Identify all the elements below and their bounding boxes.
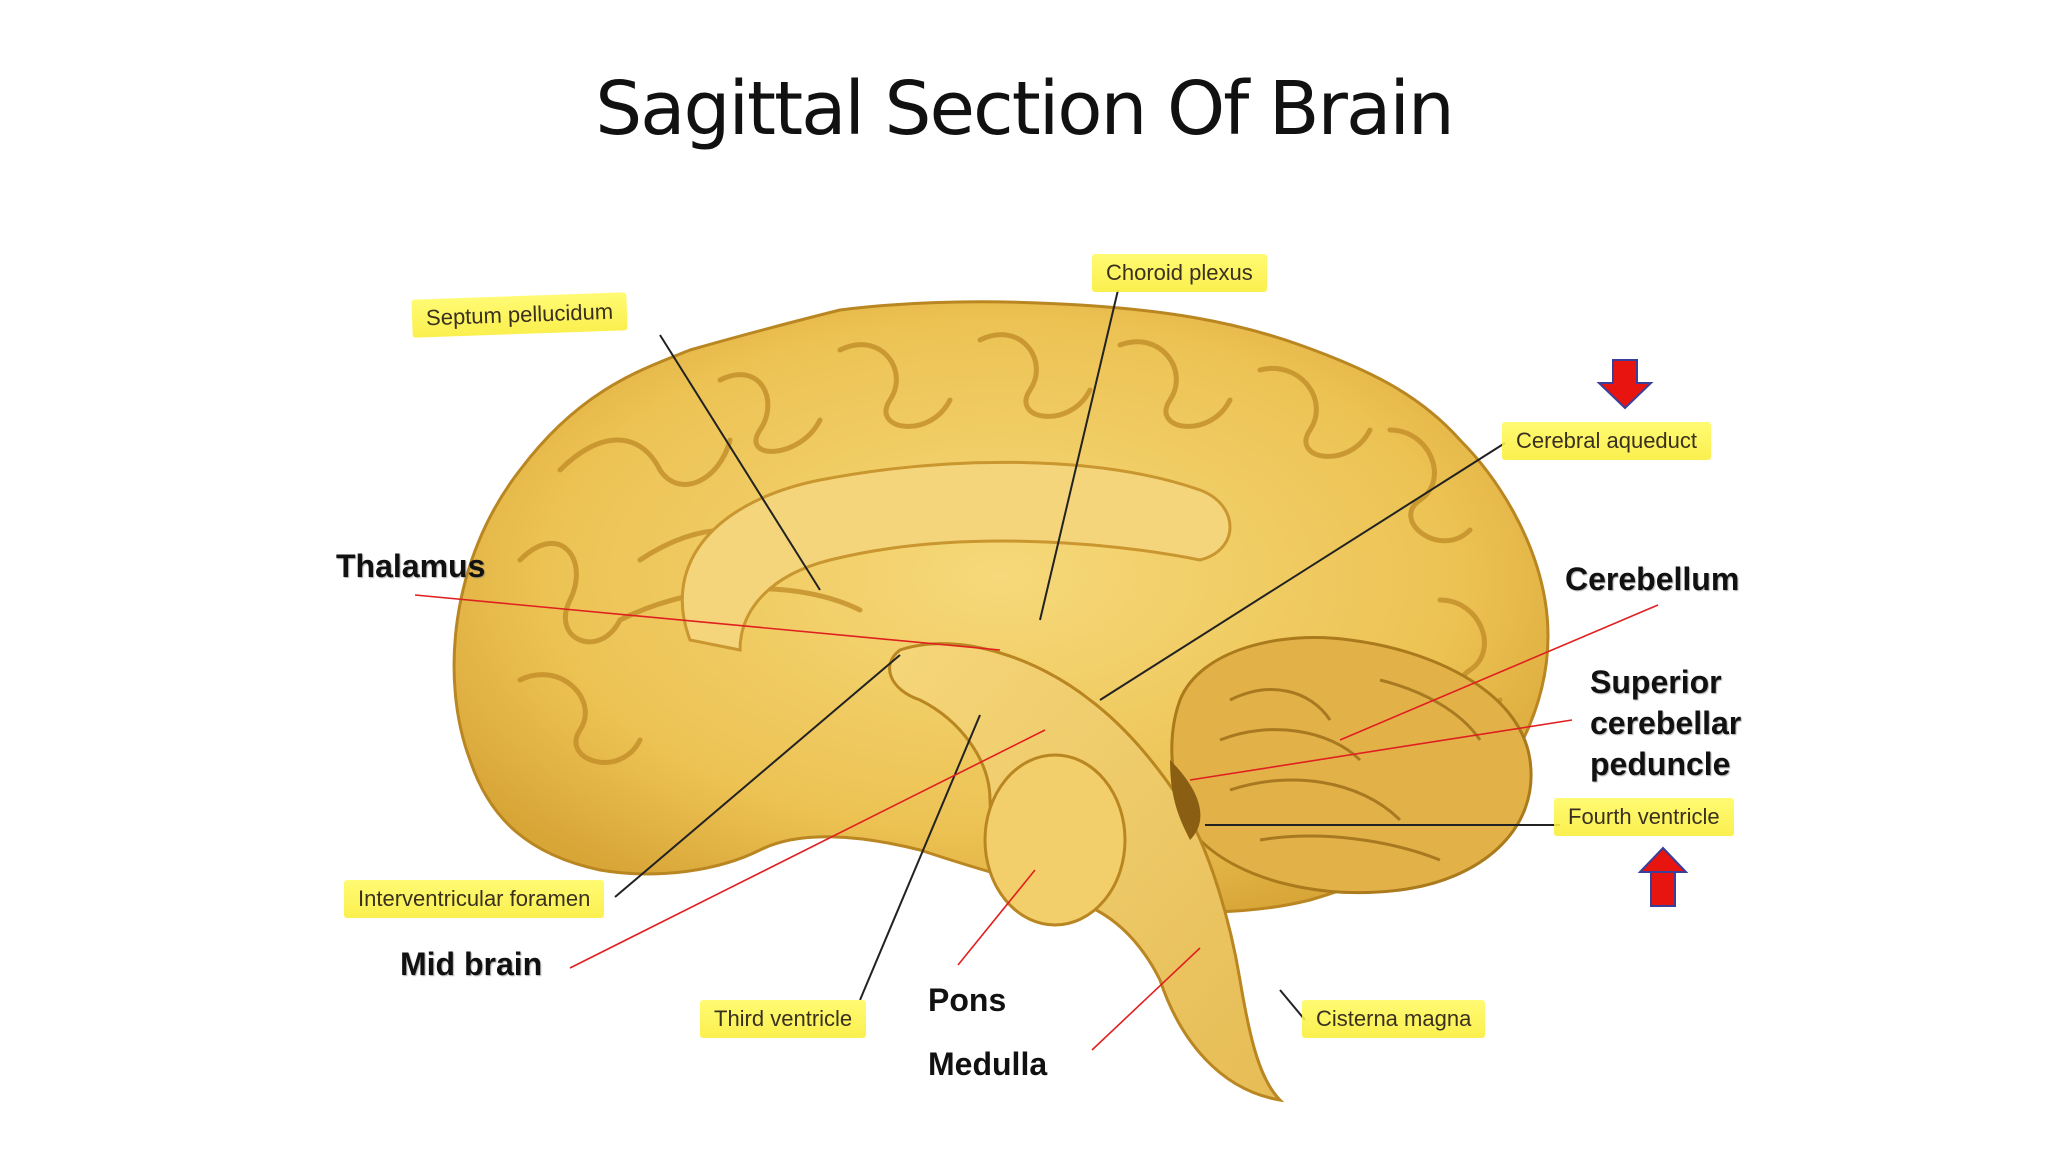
pons-shape	[983, 753, 1127, 927]
callout-scp-line-3: peduncle	[1590, 746, 1731, 782]
fourth-ventricle-cavity	[1170, 760, 1201, 840]
label-septum-pellucidum: Septum pellucidum	[411, 292, 628, 338]
cerebellum-folia	[1219, 678, 1482, 862]
callout-mid-brain: Mid brain	[400, 946, 543, 982]
label-cisterna-magna: Cisterna magna	[1302, 1000, 1486, 1038]
down-arrow-icon	[1596, 359, 1654, 410]
label-choroid-plexus: Choroid plexus	[1092, 254, 1267, 292]
label-third-ventricle: Third ventricle	[700, 1000, 867, 1038]
leader-lines-red	[414, 594, 1659, 1051]
callout-cerebellum: Cerebellum	[1565, 561, 1740, 597]
up-arrow-icon	[1637, 846, 1689, 907]
leader-lines-black	[614, 289, 1560, 1021]
label-cerebral-aqueduct: Cerebral aqueduct	[1502, 422, 1712, 460]
callout-scp-line-1: Superior	[1590, 664, 1722, 700]
label-interventricular-foramen: Interventricular foramen	[344, 880, 605, 918]
label-fourth-ventricle: Fourth ventricle	[1554, 798, 1734, 836]
callout-superior-cerebellar-peduncle: Superior cerebellar peduncle	[1590, 662, 1741, 785]
slide-title: Sagittal Section Of Brain	[595, 66, 1455, 152]
callout-thalamus: Thalamus	[336, 548, 486, 584]
callout-scp-line-2: cerebellar	[1590, 705, 1742, 741]
callout-medulla: Medulla	[928, 1046, 1048, 1082]
callout-pons: Pons	[928, 982, 1007, 1018]
corpus-callosum	[680, 460, 1232, 652]
